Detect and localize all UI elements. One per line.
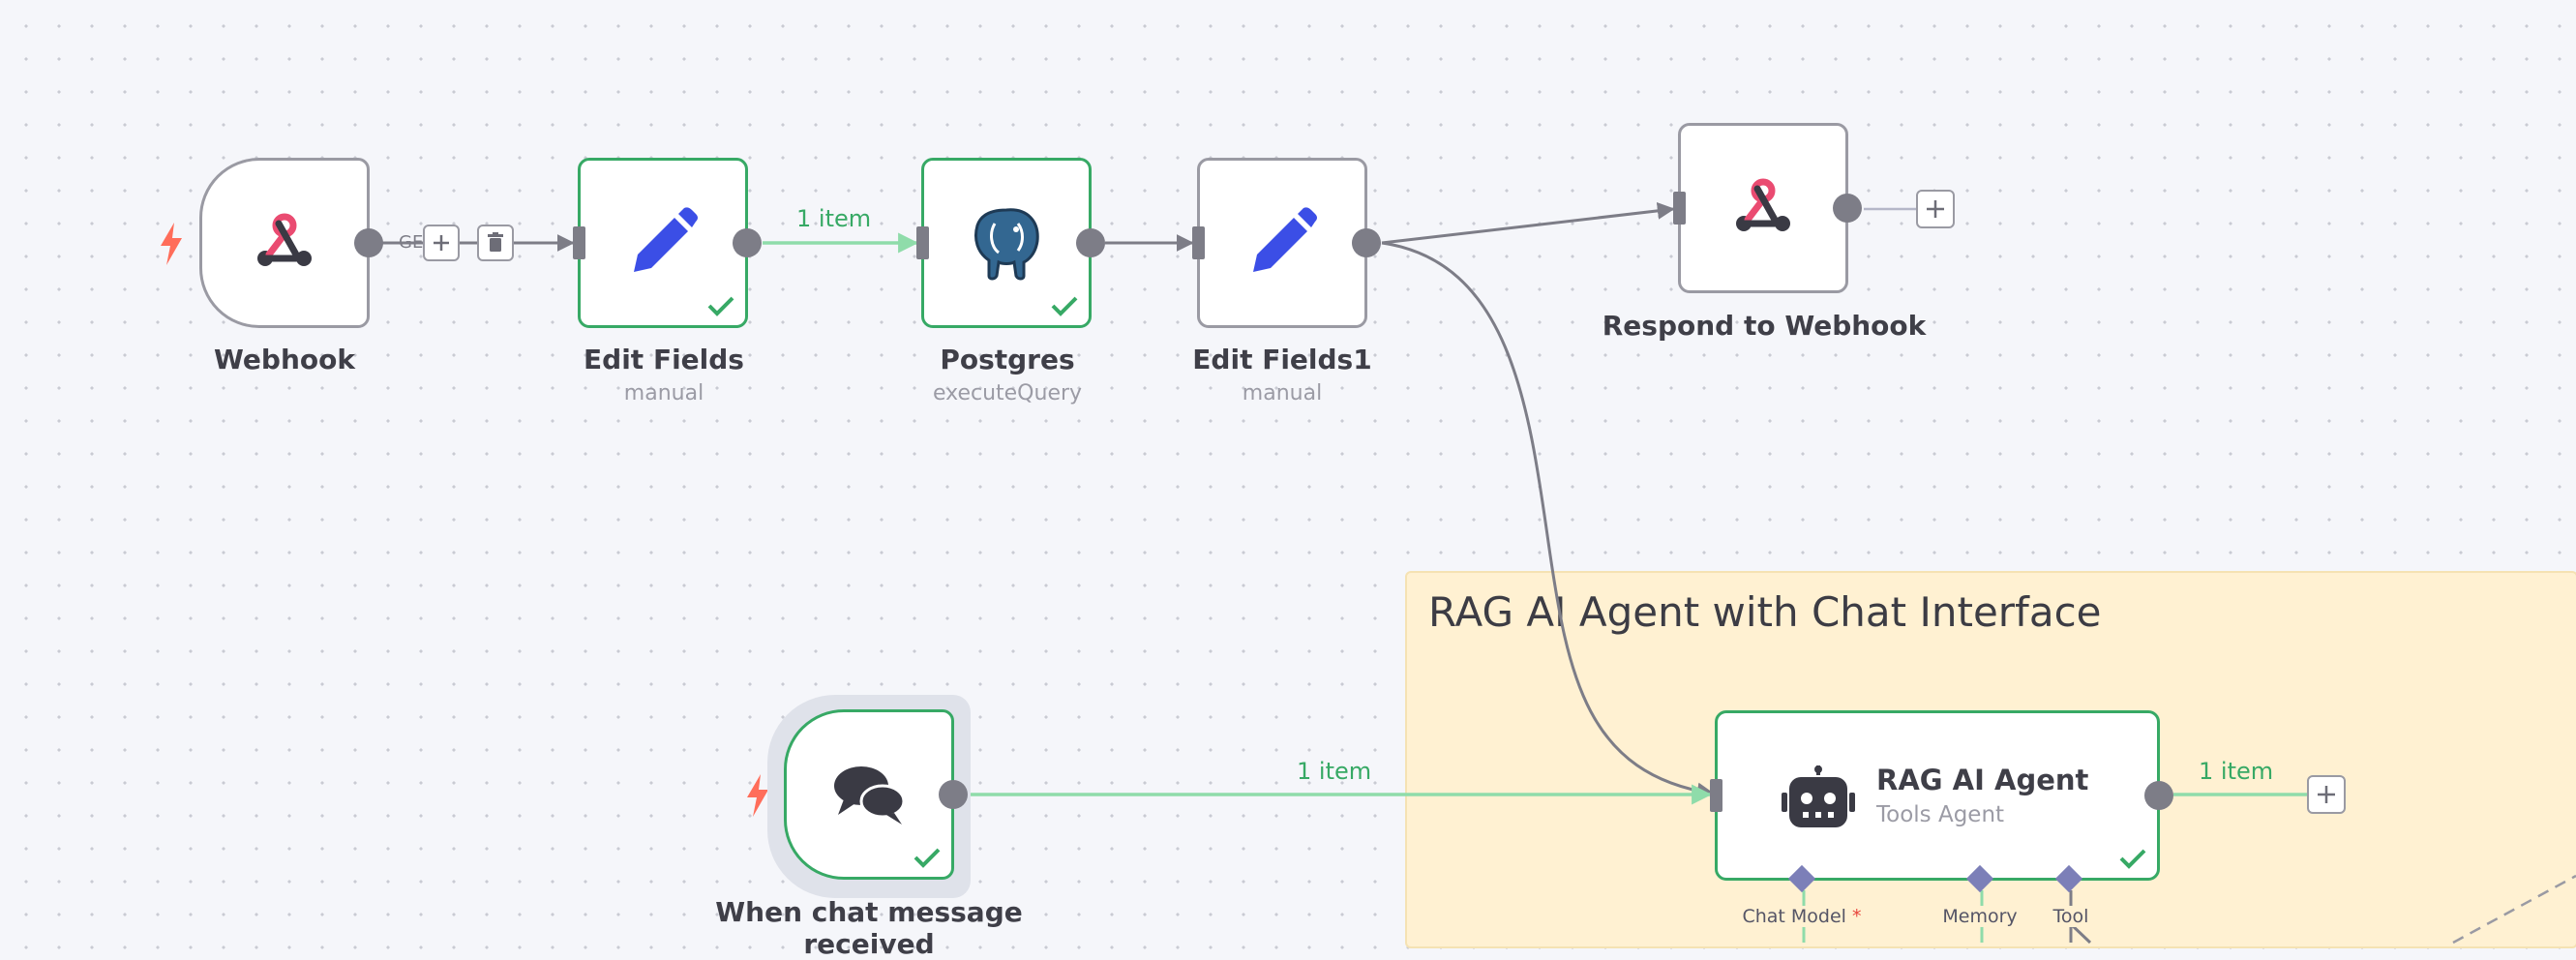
add-node-button[interactable]	[1916, 190, 1955, 228]
node-subtitle: manual	[623, 381, 704, 405]
input-port[interactable]	[1710, 779, 1722, 812]
node-subtitle: executeQuery	[932, 381, 1083, 405]
edge-edit-fields1-agent	[1381, 241, 1715, 800]
node-subtitle: manual	[1242, 381, 1323, 405]
sub-input-label: Tool	[2052, 906, 2089, 927]
success-check-icon	[2119, 849, 2146, 869]
pencil-icon	[1253, 207, 1317, 272]
node-chat-trigger[interactable]	[784, 709, 968, 880]
edge-item-count: 1 item	[2199, 758, 2274, 785]
node-respond-label: Respond to Webhook	[1603, 310, 1927, 342]
sub-input-label: Chat Model	[1742, 906, 1846, 927]
webhook-icon	[257, 213, 312, 266]
sticky-note[interactable]: RAG AI Agent with Chat Interface	[1405, 571, 2576, 948]
node-edit-fields1[interactable]	[1192, 158, 1381, 328]
edge-item-count: 1 item	[796, 205, 872, 232]
node-postgres[interactable]	[916, 158, 1105, 328]
node-rag-ai-agent[interactable]: RAG AI Agent Tools Agent	[1710, 710, 2173, 881]
node-title-line2: received	[803, 928, 935, 960]
output-port[interactable]	[1076, 228, 1105, 257]
input-port[interactable]	[1673, 192, 1686, 225]
node-edit-fields[interactable]	[573, 158, 762, 328]
robot-icon	[1782, 765, 1855, 827]
trash-icon	[488, 232, 503, 252]
trigger-bolt-icon	[161, 223, 182, 265]
memory-port-label: Memory	[1940, 906, 2020, 927]
node-title: RAG AI Agent	[1876, 764, 2089, 796]
edge-delete-button[interactable]	[477, 225, 514, 261]
success-check-icon	[914, 848, 941, 868]
plus-icon	[434, 235, 449, 251]
output-port[interactable]	[354, 228, 383, 257]
node-edit-fields1-label: Edit Fields1 manual	[1192, 344, 1371, 405]
plus-icon	[1927, 200, 1944, 218]
edge-dashed-tool	[2452, 874, 2576, 945]
trigger-bolt-icon	[747, 774, 768, 817]
node-title: Edit Fields1	[1192, 344, 1372, 375]
node-respond-to-webhook[interactable]	[1673, 123, 1862, 293]
node-webhook-label: Webhook	[214, 344, 355, 375]
webhook-icon	[1736, 178, 1790, 231]
tool-port-label: Tool	[2051, 906, 2091, 927]
webhook-method-label: GE	[399, 232, 424, 253]
output-port[interactable]	[733, 228, 762, 257]
postgres-elephant-icon	[974, 208, 1039, 281]
pencil-icon	[634, 207, 698, 272]
node-chat-trigger-label: When chat message received	[715, 896, 1022, 960]
sub-input-label: Memory	[1942, 906, 2018, 927]
node-title: Respond to Webhook	[1602, 310, 1927, 342]
edge-add-node-button[interactable]	[423, 225, 460, 261]
chat-bubbles-icon	[834, 766, 906, 825]
plus-icon	[2318, 786, 2335, 803]
chat-model-port-label: Chat Model *	[1740, 906, 1864, 927]
node-title: Webhook	[214, 344, 355, 375]
edge-edit-fields1-respond	[1381, 201, 1675, 245]
success-check-icon	[1051, 296, 1078, 316]
input-port[interactable]	[1192, 226, 1205, 259]
success-check-icon	[707, 296, 734, 316]
input-port[interactable]	[916, 226, 929, 259]
node-title: When chat message	[715, 896, 1023, 928]
node-edit-fields-label: Edit Fields manual	[584, 344, 744, 405]
output-port[interactable]	[939, 780, 968, 809]
add-node-button[interactable]	[2307, 775, 2346, 814]
node-subtitle: Tools Agent	[1876, 802, 2005, 827]
node-webhook[interactable]	[199, 158, 383, 328]
node-title: Postgres	[940, 344, 1075, 375]
output-port[interactable]	[1352, 228, 1381, 257]
input-port[interactable]	[573, 226, 585, 259]
output-port[interactable]	[1833, 194, 1862, 223]
sticky-note-title: RAG AI Agent with Chat Interface	[1428, 588, 2102, 636]
edge-item-count: 1 item	[1297, 758, 1372, 785]
node-title: Edit Fields	[584, 344, 744, 375]
output-port[interactable]	[2144, 781, 2173, 810]
required-mark: *	[1852, 906, 1862, 927]
node-postgres-label: Postgres executeQuery	[933, 344, 1082, 405]
